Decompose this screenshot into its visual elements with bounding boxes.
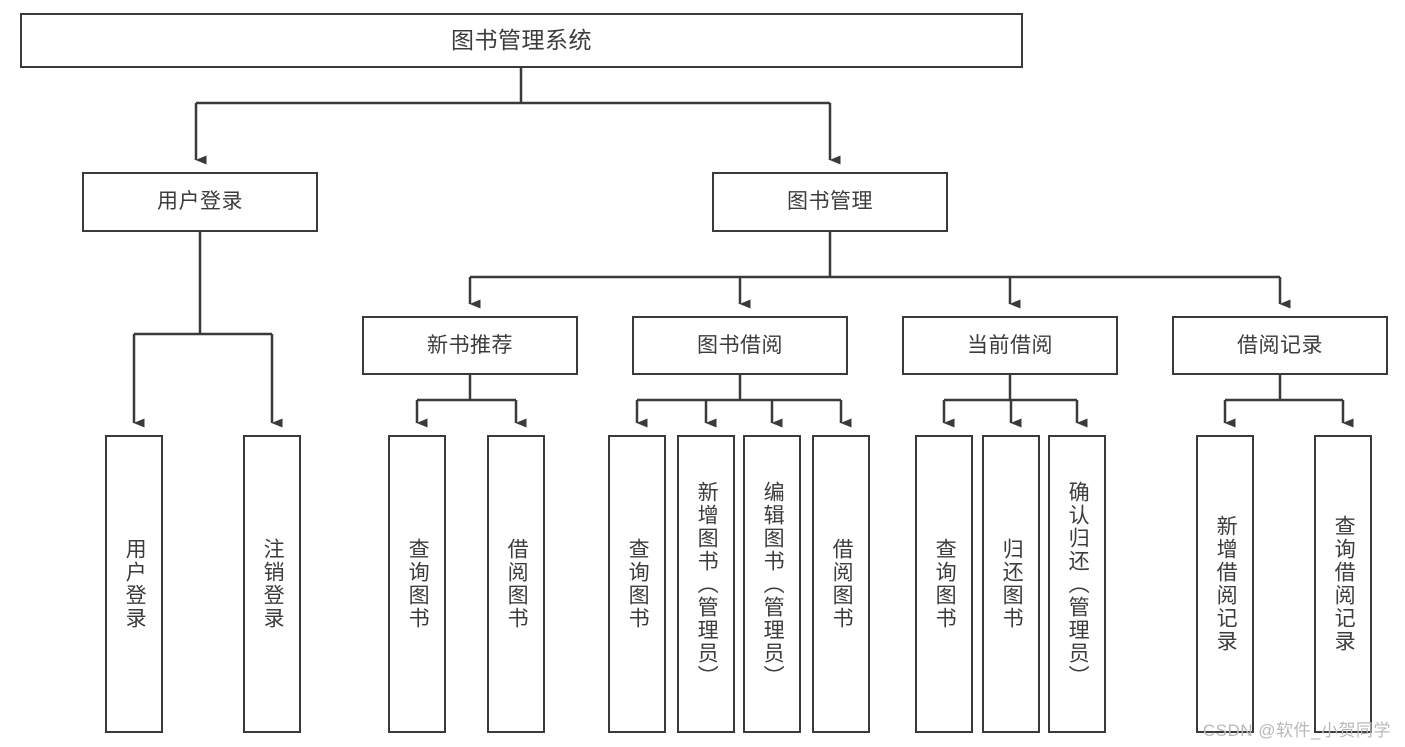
node-borrow-record-label: 借阅记录: [1237, 333, 1323, 357]
node-user-login-label: 用户登录: [157, 190, 243, 214]
node-leaf-query-book-3[interactable]: 查询图书: [915, 435, 973, 733]
node-book-borrow-label: 图书借阅: [697, 333, 783, 357]
node-leaf-borrow-book-2-label: 借阅图书: [830, 538, 854, 630]
node-leaf-add-book[interactable]: 新增图书（管理员）: [677, 435, 735, 733]
node-book-borrow[interactable]: 图书借阅: [632, 316, 848, 375]
node-leaf-query-book-3-label: 查询图书: [933, 538, 957, 630]
node-user-login[interactable]: 用户登录: [82, 172, 318, 232]
node-leaf-return-book-label: 归还图书: [1000, 538, 1024, 630]
node-borrow-record[interactable]: 借阅记录: [1172, 316, 1388, 375]
node-leaf-query-record-label: 查询借阅记录: [1332, 515, 1356, 653]
node-leaf-confirm-return[interactable]: 确认归还（管理员）: [1048, 435, 1106, 733]
node-book-manage[interactable]: 图书管理: [712, 172, 948, 232]
node-new-book-recommend[interactable]: 新书推荐: [362, 316, 578, 375]
node-leaf-query-book-1[interactable]: 查询图书: [388, 435, 446, 733]
node-root-system[interactable]: 图书管理系统: [20, 13, 1023, 68]
node-root-label: 图书管理系统: [451, 26, 592, 53]
node-leaf-add-book-label: 新增图书（管理员）: [695, 480, 719, 688]
node-book-manage-label: 图书管理: [787, 190, 873, 214]
node-leaf-return-book[interactable]: 归还图书: [982, 435, 1040, 733]
node-leaf-borrow-book-2[interactable]: 借阅图书: [812, 435, 870, 733]
node-leaf-add-record-label: 新增借阅记录: [1214, 515, 1238, 653]
node-leaf-logout[interactable]: 注销登录: [243, 435, 301, 733]
node-leaf-logout-label: 注销登录: [261, 538, 285, 630]
node-new-book-recommend-label: 新书推荐: [427, 333, 513, 357]
node-leaf-query-book-2[interactable]: 查询图书: [608, 435, 666, 733]
node-leaf-confirm-return-label: 确认归还（管理员）: [1066, 480, 1090, 688]
node-leaf-query-book-1-label: 查询图书: [406, 538, 430, 630]
node-leaf-edit-book-label: 编辑图书（管理员）: [761, 480, 785, 688]
node-leaf-user-login[interactable]: 用户登录: [105, 435, 163, 733]
node-leaf-edit-book[interactable]: 编辑图书（管理员）: [743, 435, 801, 733]
node-leaf-add-record[interactable]: 新增借阅记录: [1196, 435, 1254, 733]
node-leaf-query-record[interactable]: 查询借阅记录: [1314, 435, 1372, 733]
node-leaf-query-book-2-label: 查询图书: [626, 538, 650, 630]
node-leaf-borrow-book-1-label: 借阅图书: [505, 538, 529, 630]
node-current-borrow-label: 当前借阅: [967, 333, 1053, 357]
node-leaf-borrow-book-1[interactable]: 借阅图书: [487, 435, 545, 733]
node-leaf-user-login-label: 用户登录: [123, 538, 147, 630]
node-current-borrow[interactable]: 当前借阅: [902, 316, 1118, 375]
